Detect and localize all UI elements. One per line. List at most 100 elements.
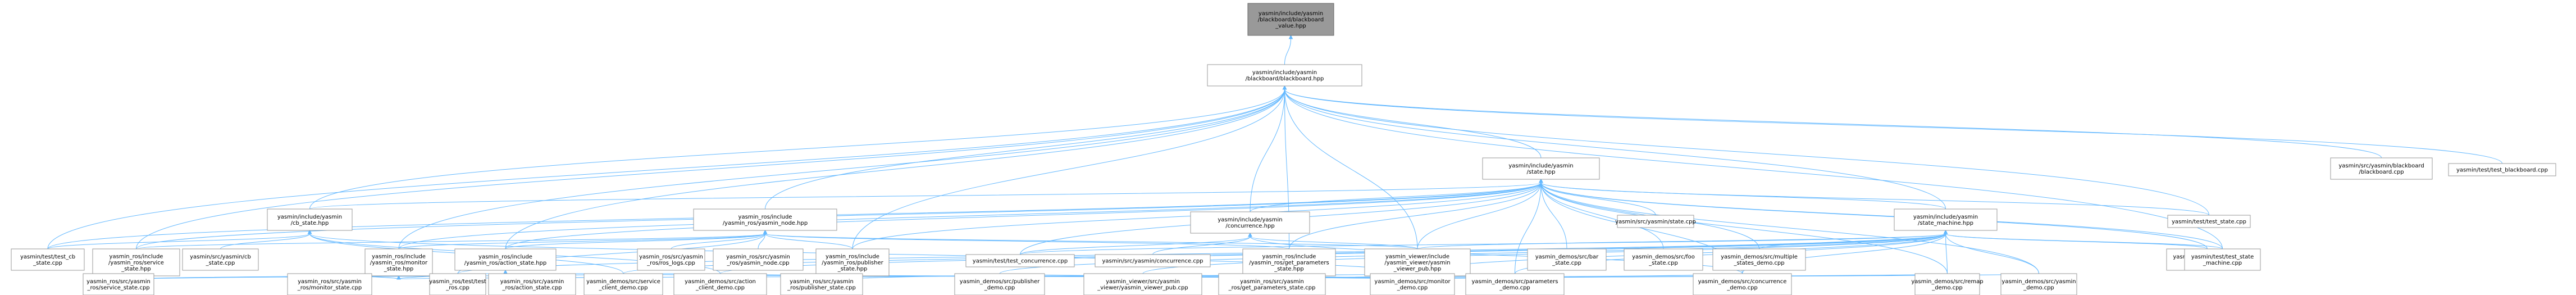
- node-pubcpp[interactable]: yasmin_ros/src/yasmin_ros/publisher_stat…: [780, 273, 863, 295]
- node-label: _demo.cpp: [2023, 285, 2054, 291]
- node-box[interactable]: [1364, 248, 1471, 276]
- node-box[interactable]: [2167, 215, 2251, 228]
- node-testsm[interactable]: yasmin/test/test_state_machine.cpp: [2184, 248, 2261, 271]
- node-srvcpp[interactable]: yasmin_ros/src/yasmin_ros/service_state.…: [83, 273, 154, 295]
- node-remapdemo[interactable]: yasmin_demos/src/remap_demo.cpp: [1911, 273, 1984, 295]
- node-box[interactable]: [693, 208, 837, 231]
- node-viewerpub[interactable]: yasmin_viewer/include/yasmin_viewer/yasm…: [1364, 248, 1471, 276]
- node-paramsdemo[interactable]: yasmin_demos/src/parameters_demo.cpp: [1465, 273, 1565, 295]
- node-box[interactable]: [1914, 273, 1980, 295]
- node-box[interactable]: [2448, 163, 2556, 176]
- node-yasmindemo[interactable]: yasmin_demos/src/yasmin_demo.cpp: [2000, 273, 2077, 295]
- node-concdemo[interactable]: yasmin_demos/src/concurrence_demo.cpp: [1693, 273, 1792, 295]
- node-multidemo[interactable]: yasmin_demos/src/multiple_states_demo.cp…: [1712, 248, 1806, 271]
- node-box[interactable]: [488, 273, 576, 295]
- node-box[interactable]: [1242, 248, 1336, 276]
- node-box[interactable]: [11, 248, 85, 271]
- node-box[interactable]: [965, 254, 1075, 267]
- node-box[interactable]: [713, 248, 804, 271]
- node-box[interactable]: [637, 248, 705, 271]
- edge-actstate-to-bb: [505, 89, 1285, 249]
- node-nodecpp[interactable]: yasmin_ros/src/yasmin_ros/yasmin_node.cp…: [713, 248, 804, 271]
- node-cb[interactable]: yasmin/include/yasmin/cb_state.hpp: [267, 208, 353, 231]
- node-box[interactable]: [1894, 208, 1998, 231]
- edge-srvstate-to-bb: [136, 89, 1285, 249]
- node-box[interactable]: [1095, 254, 1211, 267]
- node-roslogs[interactable]: yasmin_ros/src/yasmin_ros/ros_logs.cpp: [637, 248, 705, 271]
- edge-arrowhead: [763, 229, 768, 234]
- node-viewercpp[interactable]: yasmin_viewer/src/yasmin_viewer/yasmin_v…: [1083, 273, 1202, 295]
- node-box[interactable]: [1083, 273, 1202, 295]
- node-box[interactable]: [2330, 157, 2433, 180]
- node-cbcpp[interactable]: yasmin/src/yasmin/cb_state.cpp: [182, 248, 259, 271]
- edge-viewerpub-to-conc: [1250, 236, 1418, 249]
- node-box[interactable]: [364, 248, 433, 276]
- node-testbb[interactable]: yasmin/test/test_blackboard.cpp: [2448, 163, 2556, 176]
- node-foostate[interactable]: yasmin_demos/src/foo_state.cpp: [1624, 248, 1703, 271]
- node-box[interactable]: [1624, 248, 1703, 271]
- node-box[interactable]: [583, 273, 663, 295]
- node-monstate[interactable]: yasmin_ros/include/yasmin_ros/monitor_st…: [364, 248, 433, 276]
- node-box[interactable]: [1207, 64, 1362, 87]
- node-actcpp[interactable]: yasmin_ros/src/yasmin_ros/action_state.c…: [488, 273, 576, 295]
- node-bbcpp[interactable]: yasmin/src/yasmin/blackboard/blackboard.…: [2330, 157, 2433, 180]
- node-getparams[interactable]: yasmin_ros/include/yasmin_ros/get_parame…: [1242, 248, 1336, 276]
- node-label: _state.hpp: [384, 266, 414, 273]
- node-label: yasmin_ros/include: [478, 254, 532, 260]
- node-teststate[interactable]: yasmin/test/test_state.cpp: [2167, 215, 2251, 228]
- node-pubdemo[interactable]: yasmin_demos/src/publisher_demo.cpp: [954, 273, 1045, 295]
- node-srvdemo[interactable]: yasmin_demos/src/service_client_demo.cpp: [583, 273, 663, 295]
- node-root[interactable]: yasmin/include/yasmin/blackboard/blackbo…: [1247, 3, 1334, 36]
- node-testros[interactable]: yasmin_ros/test/test_ros.cpp: [429, 273, 486, 295]
- node-testcb[interactable]: yasmin/test/test_cb_state.cpp: [11, 248, 85, 271]
- node-node[interactable]: yasmin_ros/include/yasmin_ros/yasmin_nod…: [693, 208, 837, 231]
- node-box[interactable]: [83, 273, 154, 295]
- node-actstate[interactable]: yasmin_ros/include/yasmin_ros/action_sta…: [454, 248, 557, 271]
- node-box[interactable]: [267, 208, 353, 231]
- node-box[interactable]: [1527, 248, 1607, 271]
- node-box[interactable]: [1617, 215, 1694, 228]
- node-box[interactable]: [1247, 3, 1334, 36]
- node-box[interactable]: [2000, 273, 2077, 295]
- edge-viewerpub-to-state: [1417, 182, 1542, 249]
- node-mondemo[interactable]: yasmin_demos/src/monitor_demo.cpp: [1370, 273, 1455, 295]
- node-label: yasmin_demos/src/multiple: [1721, 254, 1798, 260]
- node-box[interactable]: [1482, 157, 1600, 180]
- node-box[interactable]: [780, 273, 863, 295]
- node-pubstate[interactable]: yasmin_ros/include/yasmin_ros/publisher_…: [815, 248, 890, 276]
- node-moncpp[interactable]: yasmin_ros/src/yasmin_ros/monitor_state.…: [287, 273, 372, 295]
- node-box[interactable]: [454, 248, 557, 271]
- node-box[interactable]: [92, 248, 180, 276]
- node-srvstate[interactable]: yasmin_ros/include/yasmin_ros/service_st…: [92, 248, 180, 276]
- node-box[interactable]: [287, 273, 372, 295]
- node-label: yasmin/test/test_state: [2191, 254, 2254, 260]
- node-box[interactable]: [1693, 273, 1792, 295]
- node-label: yasmin/src/yasmin/cb: [190, 254, 251, 260]
- node-box[interactable]: [182, 248, 259, 271]
- node-sm[interactable]: yasmin/include/yasmin/state_machine.hpp: [1894, 208, 1998, 231]
- node-getparamscpp[interactable]: yasmin_ros/src/yasmin_ros/get_parameters…: [1218, 273, 1326, 295]
- node-box[interactable]: [1190, 211, 1310, 234]
- node-label: yasmin/src/yasmin/state.cpp: [1615, 219, 1696, 225]
- node-bb[interactable]: yasmin/include/yasmin/blackboard/blackbo…: [1207, 64, 1362, 87]
- edge-testbb-to-bb: [1284, 89, 2502, 164]
- node-box[interactable]: [1218, 273, 1326, 295]
- node-box[interactable]: [1712, 248, 1806, 271]
- node-statecpp[interactable]: yasmin/src/yasmin/state.cpp: [1615, 215, 1696, 228]
- node-actdemo[interactable]: yasmin_demos/src/action_client_demo.cpp: [673, 273, 767, 295]
- node-box[interactable]: [954, 273, 1045, 295]
- node-box[interactable]: [673, 273, 767, 295]
- node-box[interactable]: [1370, 273, 1455, 295]
- node-testconc[interactable]: yasmin/test/test_concurrence.cpp: [965, 254, 1075, 267]
- node-conccpp[interactable]: yasmin/src/yasmin/concurrence.cpp: [1095, 254, 1211, 267]
- node-box[interactable]: [1465, 273, 1565, 295]
- node-state[interactable]: yasmin/include/yasmin/state.hpp: [1482, 157, 1600, 180]
- edge-sm-to-state: [1540, 182, 1946, 210]
- node-conc[interactable]: yasmin/include/yasmin/concurrence.hpp: [1190, 211, 1310, 234]
- node-box[interactable]: [429, 273, 486, 295]
- node-barstate[interactable]: yasmin_demos/src/bar_state.cpp: [1527, 248, 1607, 271]
- node-label: yasmin/test/test_state.cpp: [2172, 219, 2246, 225]
- node-label: yasmin_demos/src/remap: [1911, 279, 1983, 285]
- node-box[interactable]: [2184, 248, 2261, 271]
- node-box[interactable]: [815, 248, 890, 276]
